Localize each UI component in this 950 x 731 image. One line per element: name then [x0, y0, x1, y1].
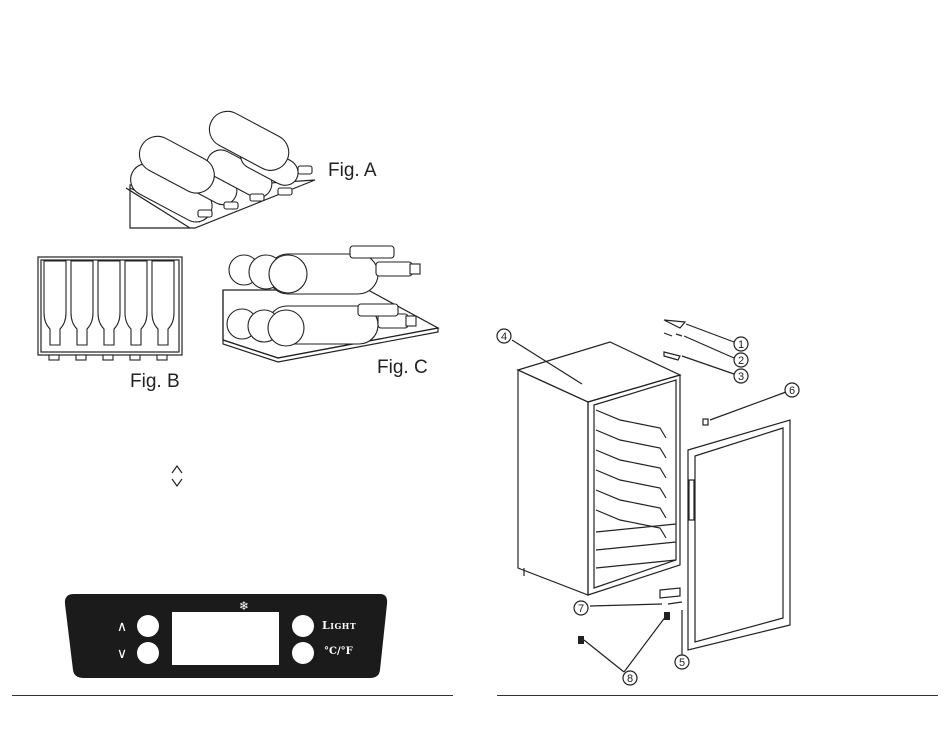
callout-6: 6 — [789, 385, 795, 397]
temp-up-button[interactable] — [137, 615, 159, 637]
control-panel: ❄ ∧ ∨ — [62, 592, 390, 680]
fig-c-label: Fig. C — [377, 357, 428, 379]
fig-b-label: Fig. B — [130, 371, 180, 393]
left-footer-rule — [12, 695, 453, 696]
temp-down-button[interactable] — [137, 642, 159, 664]
callout-lines — [512, 324, 786, 672]
callout-4: 4 — [501, 331, 507, 343]
shelves — [596, 410, 676, 568]
callout-3: 3 — [738, 371, 744, 383]
door — [688, 420, 790, 650]
light-button[interactable] — [292, 615, 314, 637]
fig-c-illustration — [218, 240, 443, 365]
display-screen — [172, 612, 279, 665]
callout-markers: 1 2 3 4 5 6 7 8 — [497, 329, 799, 685]
fig-b-feet — [49, 355, 167, 360]
fig-a-label: Fig. A — [328, 160, 377, 182]
fig-c-lower-bottles — [227, 304, 416, 346]
callout-1: 1 — [738, 339, 744, 351]
fig-c-upper-bottles — [229, 246, 420, 294]
snowflake-icon: ❄ — [239, 599, 249, 613]
right-footer-rule — [497, 695, 938, 696]
fig-b-illustration — [36, 255, 186, 363]
light-label: Light — [322, 619, 356, 632]
callout-5: 5 — [679, 657, 685, 669]
callout-8: 8 — [627, 673, 633, 685]
callout-7: 7 — [578, 603, 584, 615]
fig-a-illustration — [120, 100, 330, 235]
up-down-arrows-icon — [170, 463, 184, 489]
unit-toggle-button[interactable] — [292, 642, 314, 664]
top-hinge-parts — [664, 320, 708, 425]
cabinet — [518, 342, 680, 595]
down-arrow-icon: ∨ — [117, 646, 127, 662]
up-arrow-icon: ∧ — [117, 619, 127, 635]
unit-label: °C/°F — [324, 646, 353, 657]
callout-2: 2 — [738, 355, 744, 367]
wine-cooler-diagram: 1 2 3 4 5 6 7 8 — [490, 310, 820, 695]
fig-b-bottles — [44, 261, 174, 345]
bottom-hinge-parts — [578, 588, 682, 644]
